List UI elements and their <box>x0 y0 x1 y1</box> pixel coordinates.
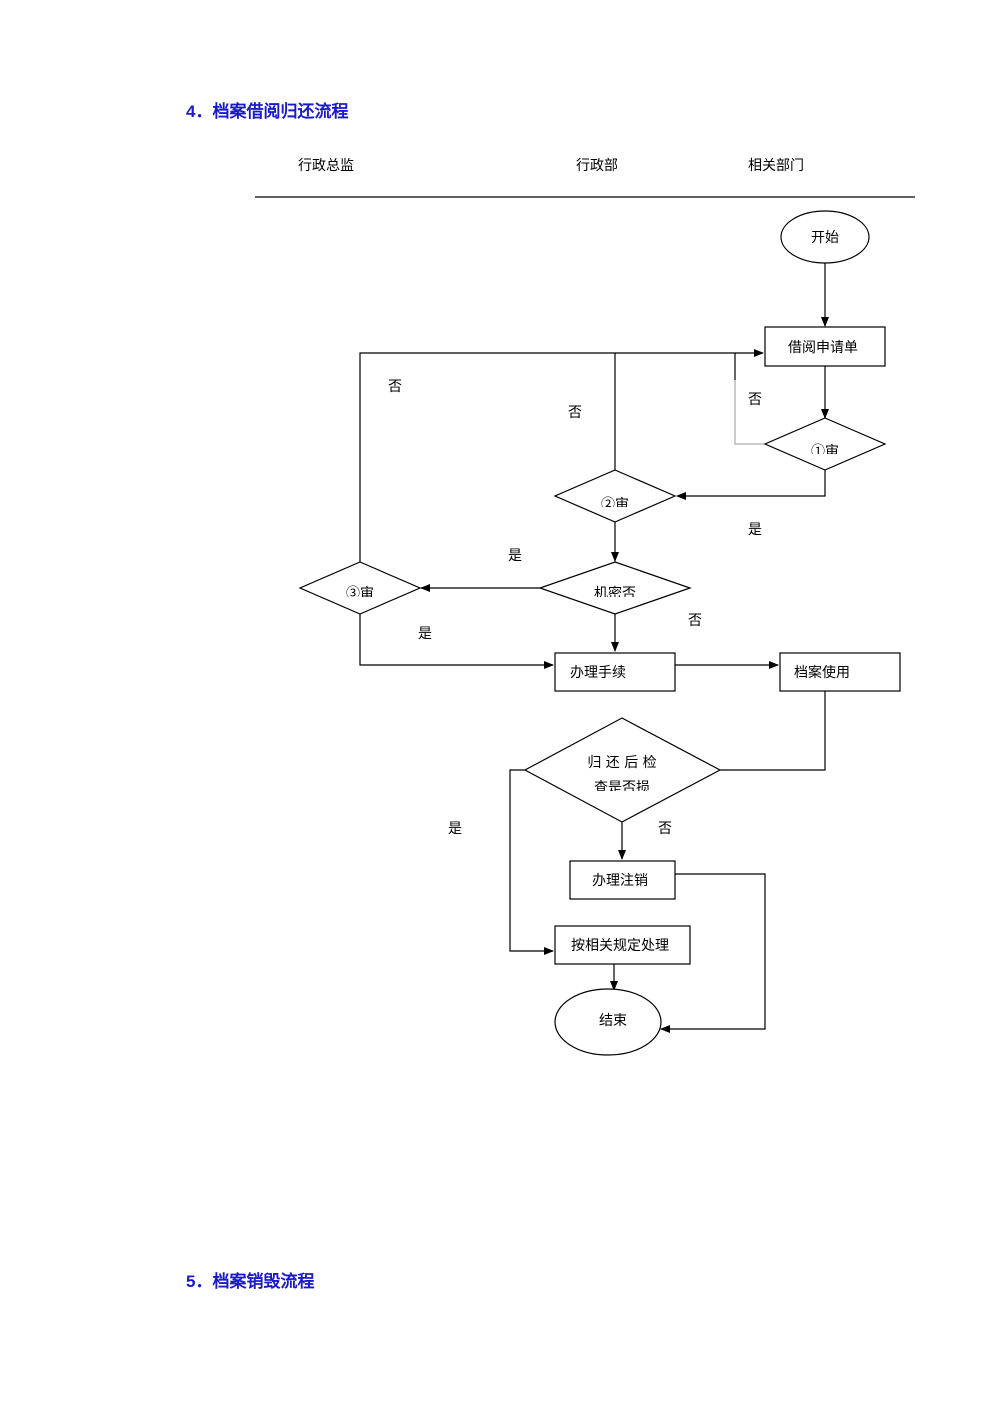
yes-label-review3: 是 <box>418 626 432 642</box>
section-4-number: 4． <box>186 102 213 121</box>
cancel-box <box>569 860 676 900</box>
no-label-review1: 否 <box>748 392 762 408</box>
lane-label-admin: 行政部 <box>576 158 618 174</box>
return-check-label-line2: 查是否损 <box>594 780 650 796</box>
section-5-heading: 5．档案销毁流程 <box>186 1267 314 1292</box>
arrow-no-back-to-apply <box>359 349 764 562</box>
no-label-review2: 否 <box>568 405 582 421</box>
section-4-title: 档案借阅归还流程 <box>212 102 349 122</box>
line-use-to-check <box>720 691 826 771</box>
yes-label-review1: 是 <box>748 522 762 538</box>
secret-diamond <box>538 561 692 615</box>
arrow-review3-yes-to-procedure <box>359 614 554 669</box>
lane-label-director: 行政总监 <box>298 158 354 174</box>
arrow-review1-yes-to-review2 <box>676 470 826 500</box>
arrow-cancel-to-end <box>660 873 766 1033</box>
yes-label-secret: 是 <box>508 548 522 564</box>
end-label: 结束 <box>599 1013 627 1029</box>
procedure-label: 办理手续 <box>570 664 626 681</box>
section-5-number: 5． <box>186 1272 213 1291</box>
yes-label-check: 是 <box>448 821 462 837</box>
end-node <box>554 988 662 1056</box>
review1-label: ①审 <box>811 444 839 460</box>
review3-label: ③审 <box>346 586 374 602</box>
start-node <box>780 210 870 264</box>
review3-diamond <box>298 561 422 615</box>
review2-diamond <box>553 469 677 523</box>
cancel-label: 办理注销 <box>592 873 648 889</box>
no-label-check: 否 <box>658 821 672 837</box>
review1-diamond <box>763 417 887 471</box>
return-check-diamond <box>523 717 722 823</box>
lane-label-dept: 相关部门 <box>748 158 804 174</box>
return-check-label-line1: 归 还 后 检 <box>587 754 656 771</box>
line-review1-no-gray <box>734 353 765 445</box>
start-label: 开始 <box>811 230 839 246</box>
arrow-check-yes-to-handle <box>509 769 554 955</box>
archive-use-label: 档案使用 <box>794 664 850 681</box>
apply-form-label: 借阅申请单 <box>788 340 858 356</box>
review2-label: ②审 <box>601 497 629 513</box>
archive-use-box <box>779 652 901 692</box>
no-label-secret: 否 <box>688 613 702 629</box>
handle-label: 按相关规定处理 <box>571 938 669 954</box>
section-4-heading: 4．档案借阅归还流程 <box>186 97 348 122</box>
no-label-review3: 否 <box>388 379 402 395</box>
section-5-title: 档案销毁流程 <box>212 1272 315 1292</box>
procedure-box <box>554 652 676 692</box>
apply-form-box <box>764 326 886 367</box>
handle-box <box>554 925 691 965</box>
secret-label: 机密否 <box>594 585 636 602</box>
